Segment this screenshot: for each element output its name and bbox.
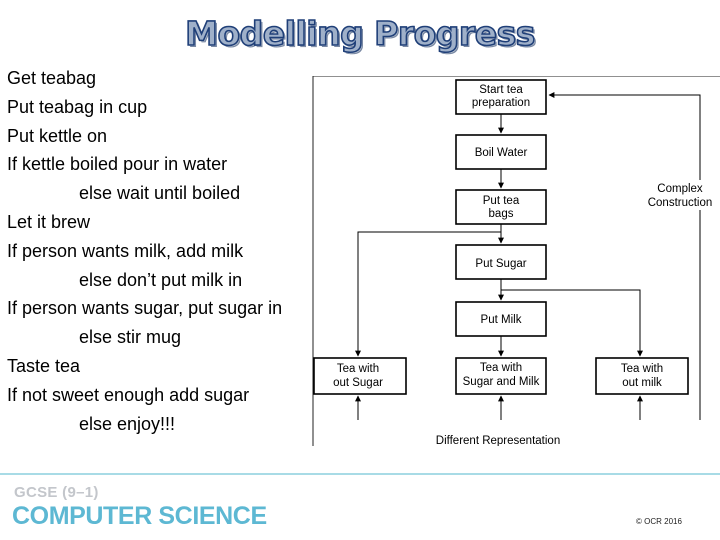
label-bags-1: Put tea [483,195,520,207]
step-line: Get teabag [7,68,97,88]
label-start-1: Start tea [479,84,523,96]
step-line: else don’t put milk in [79,269,243,290]
label-bags-2: bags [489,208,514,220]
step-line: Let it brew [7,211,91,232]
complex-construction-1: Complex [657,183,703,195]
course-level: GCSE (9–1) [14,484,99,501]
label-nomilk-2: out milk [622,377,662,389]
subject-name: COMPUTER SCIENCE [12,502,267,530]
complex-construction-2: Construction [648,197,713,209]
label-sugar: Put Sugar [475,258,526,270]
step-line: If person wants milk, add milk [7,240,244,261]
different-representation: Different Representation [436,435,560,446]
copyright-text: © OCR 2016 [636,517,682,526]
label-nosugar-1: Tea with [337,363,379,375]
box-boil-water [455,134,547,170]
flowchart-diagram: Start tea preparation Boil Water Put tea… [312,76,720,446]
arrow-left-branch [355,231,501,357]
step-line: If kettle boiled pour in water [7,154,228,175]
step-line: else enjoy!!! [79,413,176,434]
box-tea-without-sugar [313,357,407,395]
label-nomilk-1: Tea with [621,363,663,375]
label-milk: Put Milk [481,314,522,326]
diagram-frame [312,76,720,446]
box-tea-without-milk [595,357,689,395]
box-tea-sugar-milk [455,357,547,395]
box-put-tea-bags [455,189,547,225]
step-line: Put teabag in cup [7,96,148,117]
label-start-2: preparation [472,97,530,109]
label-both-2: Sugar and Milk [463,376,540,388]
arrow-right-branch [501,289,643,357]
step-line: If not sweet enough add sugar [7,384,250,405]
label-nosugar-2: out Sugar [333,377,383,389]
arrow-loop-back [548,92,701,420]
footer-divider [0,473,720,475]
step-line: Taste tea [7,355,81,376]
label-both-1: Tea with [480,362,522,374]
label-boil: Boil Water [475,147,528,159]
step-line: Put kettle on [7,125,108,146]
step-line: If person wants sugar, put sugar in [7,298,283,319]
step-line: else stir mug [79,327,182,348]
slide-title: Modelling Progress [184,13,536,54]
step-line: else wait until boiled [79,183,241,204]
